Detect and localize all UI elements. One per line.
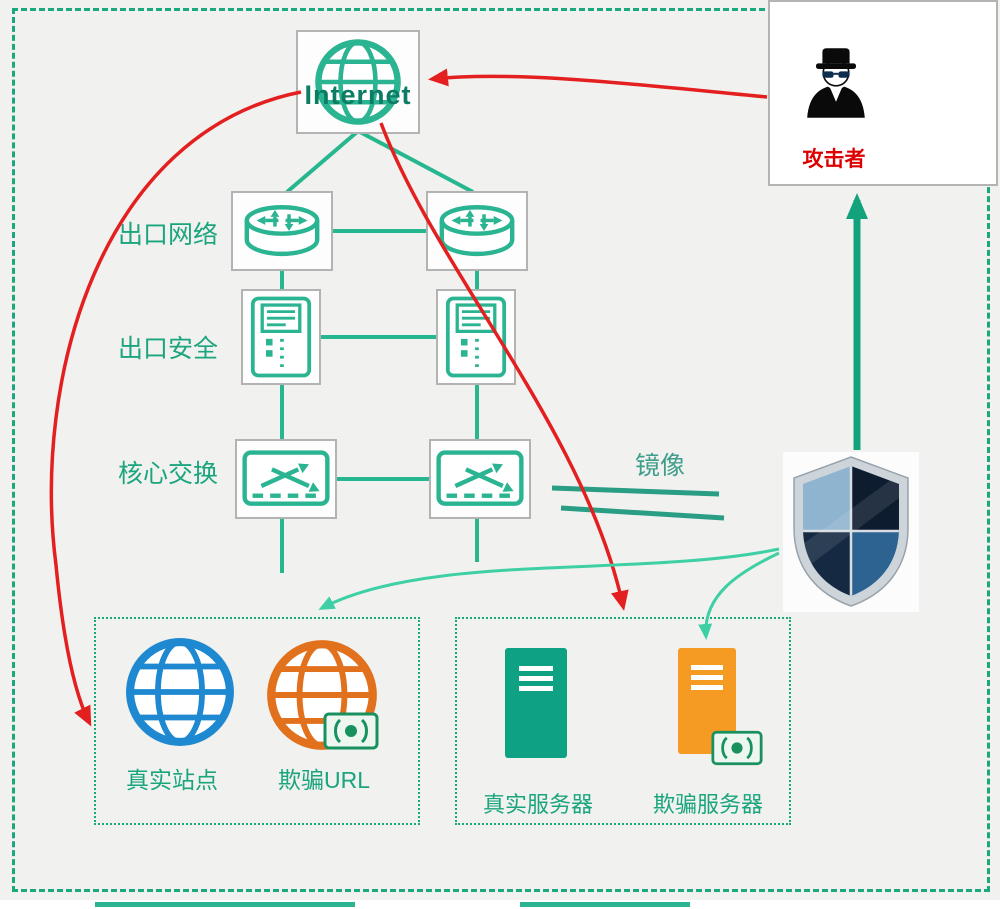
- shield-node: [783, 452, 919, 612]
- money-icon: [711, 730, 763, 766]
- mirror-label: 镜像: [634, 452, 685, 480]
- switch-node-left: [235, 439, 337, 519]
- layer-label-exit-network: 出口网络: [117, 221, 218, 249]
- attacker-node: [768, 0, 998, 186]
- spy-icon: [807, 48, 865, 118]
- switch-node-right: [429, 439, 531, 519]
- firewall-icon: [445, 295, 507, 379]
- fake-url-label: 欺骗URL: [277, 767, 370, 793]
- real-site-globe-icon: [122, 634, 238, 750]
- internet-label: Internet: [304, 80, 412, 110]
- firewall-node-left: [241, 289, 321, 385]
- shield-icon: [793, 456, 909, 607]
- router-icon: [238, 199, 326, 263]
- server-group-box: [455, 617, 791, 825]
- firewall-icon: [250, 295, 312, 379]
- firewall-node-right: [436, 289, 516, 385]
- real-server-icon: [505, 648, 567, 758]
- fake-server-icon: [678, 648, 736, 754]
- attacker-label: 攻击者: [802, 148, 866, 171]
- diagram-outer-border: [12, 8, 990, 892]
- real-server-label: 真实服务器: [482, 792, 593, 817]
- money-icon: [323, 712, 379, 750]
- router-node-right: [426, 191, 528, 271]
- switch-icon: [242, 450, 330, 508]
- internet-node: [296, 30, 420, 134]
- bottom-strip: [0, 900, 1000, 909]
- switch-icon: [436, 450, 524, 508]
- router-icon: [433, 199, 521, 263]
- layer-label-exit-security: 出口安全: [117, 335, 218, 363]
- layer-label-core-switch: 核心交换: [117, 460, 218, 488]
- real-site-label: 真实站点: [126, 767, 218, 793]
- router-node-left: [231, 191, 333, 271]
- fake-server-label: 欺骗服务器: [652, 792, 763, 817]
